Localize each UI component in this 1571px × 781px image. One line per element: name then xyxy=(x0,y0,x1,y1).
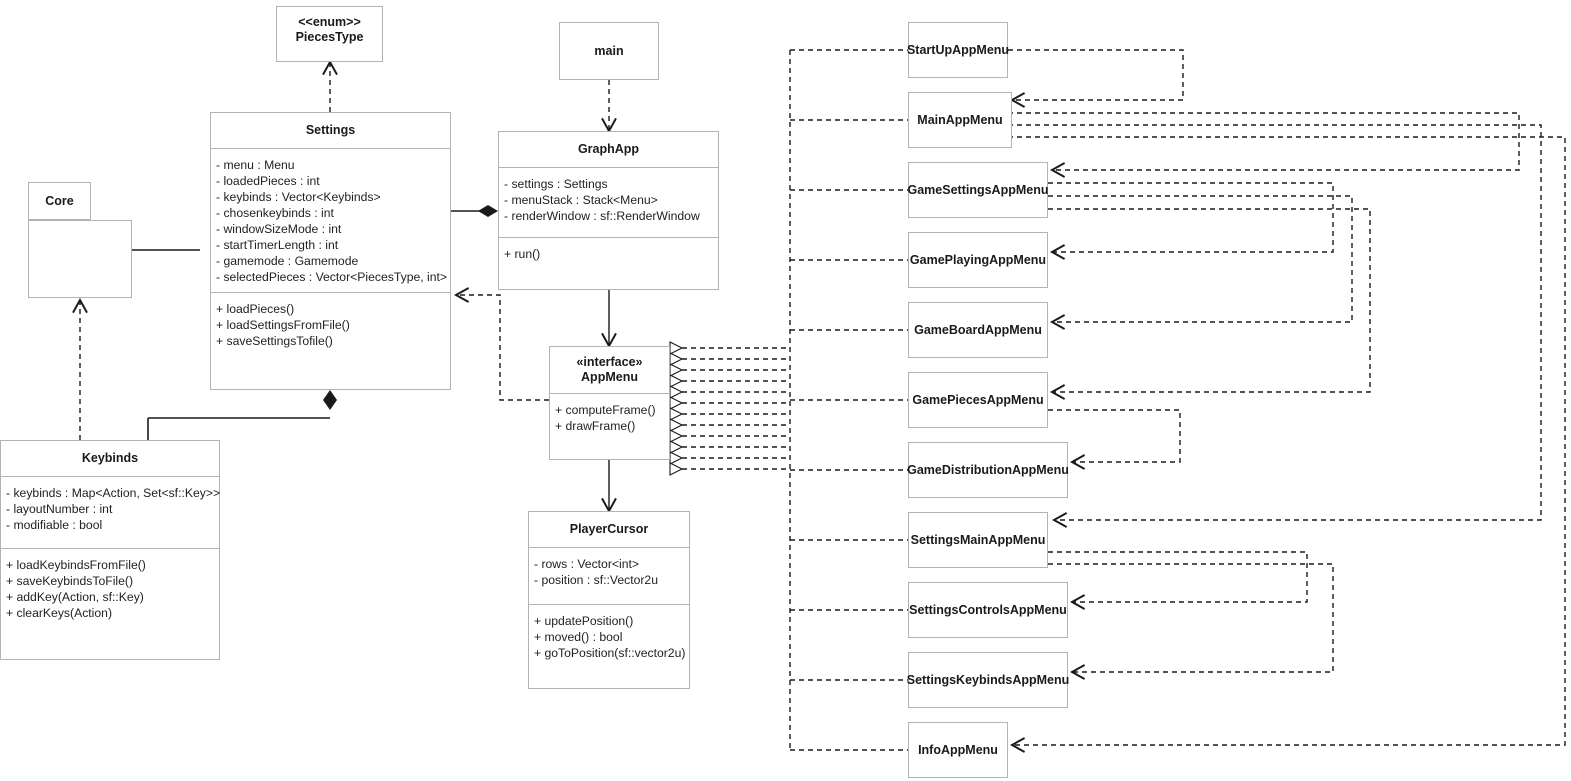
stereotype-label: «interface» xyxy=(576,355,643,369)
attribute-row: - layoutNumber : int xyxy=(6,502,113,516)
playercursor-operations: + updatePosition() + moved() : bool + go… xyxy=(529,604,689,670)
class-name-label: PiecesType xyxy=(295,30,364,44)
attribute-row: - windowSizeMode : int xyxy=(216,222,342,236)
class-title-piecestype: <<enum>> PiecesType xyxy=(277,7,382,53)
operation-row: + goToPosition(sf::vector2u) xyxy=(534,646,686,660)
operation-row: + saveSettingsTofile() xyxy=(216,334,333,348)
attribute-row: - position : sf::Vector2u xyxy=(534,573,658,587)
attribute-row: - gamemode : Gamemode xyxy=(216,254,359,268)
class-box-infoappmenu[interactable]: InfoAppMenu xyxy=(908,722,1008,778)
class-title-appmenu: «interface» AppMenu xyxy=(550,347,669,393)
class-title-playercursor: PlayerCursor xyxy=(569,522,649,536)
attribute-row: - selectedPieces : Vector<PiecesType, in… xyxy=(216,270,448,284)
appmenu-operations: + computeFrame() + drawFrame() xyxy=(550,393,669,443)
component-tab-core[interactable]: Core xyxy=(28,182,91,220)
class-box-gameboardappmenu[interactable]: GameBoardAppMenu xyxy=(908,302,1048,358)
operation-row: + run() xyxy=(504,247,541,261)
component-name-core: Core xyxy=(45,194,74,208)
attribute-row: - loadedPieces : int xyxy=(216,174,320,188)
class-name-label: SettingsKeybindsAppMenu xyxy=(906,673,1070,687)
operation-row: + loadPieces() xyxy=(216,302,295,316)
attribute-row: - rows : Vector<int> xyxy=(534,557,639,571)
class-box-settingskeybindsappmenu[interactable]: SettingsKeybindsAppMenu xyxy=(906,652,1070,708)
menu-navigation-dependencies xyxy=(1008,49,1566,753)
operation-row: + loadSettingsFromFile() xyxy=(216,318,350,332)
class-name-label: GameBoardAppMenu xyxy=(914,323,1042,337)
class-name-label: SettingsControlsAppMenu xyxy=(909,603,1067,617)
settings-attributes: - menu : Menu - loadedPieces : int - key… xyxy=(211,148,450,292)
class-name-label: GamePlayingAppMenu xyxy=(909,253,1047,267)
class-name-label: StartUpAppMenu xyxy=(906,43,1010,57)
composition-keybinds-settings xyxy=(147,390,337,441)
attribute-row: - keybinds : Vector<Keybinds> xyxy=(216,190,381,204)
realization-stubs xyxy=(682,347,790,470)
class-name-label: GameSettingsAppMenu xyxy=(907,183,1049,197)
attribute-row: - modifiable : bool xyxy=(6,518,103,532)
operation-row: + moved() : bool xyxy=(534,630,623,644)
class-box-settingscontrolsappmenu[interactable]: SettingsControlsAppMenu xyxy=(908,582,1068,638)
class-name-main: main xyxy=(594,44,624,58)
attribute-row: - renderWindow : sf::RenderWindow xyxy=(504,209,700,223)
dep-appmenu-to-settings xyxy=(453,287,549,401)
attribute-row: - startTimerLength : int xyxy=(216,238,339,252)
settings-operations: + loadPieces() + loadSettingsFromFile() … xyxy=(211,292,450,358)
class-box-gamesettingsappmenu[interactable]: GameSettingsAppMenu xyxy=(907,162,1049,218)
class-box-mainappmenu[interactable]: MainAppMenu xyxy=(908,92,1012,148)
class-box-gamepiecesappmenu[interactable]: GamePiecesAppMenu xyxy=(908,372,1048,428)
class-box-settings[interactable]: Settings - menu : Menu - loadedPieces : … xyxy=(210,112,451,390)
class-box-gamedistributionappmenu[interactable]: GameDistributionAppMenu xyxy=(907,442,1069,498)
realization-triangles-appmenu xyxy=(669,341,684,476)
attribute-row: - keybinds : Map<Action, Set<sf::Key>> xyxy=(6,486,221,500)
component-body-core[interactable] xyxy=(28,220,132,298)
operation-row: + drawFrame() xyxy=(555,419,636,433)
realization-branches xyxy=(790,49,908,751)
attribute-row: - menuStack : Stack<Menu> xyxy=(504,193,658,207)
graphapp-operations: + run() xyxy=(499,237,718,271)
class-box-gameplayingappmenu[interactable]: GamePlayingAppMenu xyxy=(908,232,1048,288)
class-box-piecestype[interactable]: <<enum>> PiecesType xyxy=(276,6,383,62)
class-box-settingsmainappmenu[interactable]: SettingsMainAppMenu xyxy=(908,512,1048,568)
playercursor-attributes: - rows : Vector<int> - position : sf::Ve… xyxy=(529,547,689,604)
operation-row: + addKey(Action, sf::Key) xyxy=(6,590,144,604)
composition-settings-graphapp xyxy=(451,205,498,217)
attribute-row: - settings : Settings xyxy=(504,177,608,191)
class-name-label: AppMenu xyxy=(581,370,638,384)
attribute-row: - menu : Menu xyxy=(216,158,295,172)
operation-row: + saveKeybindsToFile() xyxy=(6,574,134,588)
class-title-graphapp: GraphApp xyxy=(577,142,640,156)
class-box-graphapp[interactable]: GraphApp - settings : Settings - menuSta… xyxy=(498,131,719,290)
class-title-settings: Settings xyxy=(305,123,356,137)
keybinds-attributes: - keybinds : Map<Action, Set<sf::Key>> -… xyxy=(1,476,221,548)
stereotype-label: <<enum>> xyxy=(298,15,361,29)
class-name-label: InfoAppMenu xyxy=(918,743,998,757)
class-title-keybinds: Keybinds xyxy=(81,451,139,465)
keybinds-operations: + loadKeybindsFromFile() + saveKeybindsT… xyxy=(1,548,219,630)
class-name-label: MainAppMenu xyxy=(917,113,1003,127)
operation-row: + computeFrame() xyxy=(555,403,656,417)
class-box-appmenu[interactable]: «interface» AppMenu + computeFrame() + d… xyxy=(549,346,670,460)
graphapp-attributes: - settings : Settings - menuStack : Stac… xyxy=(499,167,718,237)
attribute-row: - chosenkeybinds : int xyxy=(216,206,334,220)
class-box-startupappmenu[interactable]: StartUpAppMenu xyxy=(906,22,1010,78)
class-name-label: SettingsMainAppMenu xyxy=(910,533,1046,547)
operation-row: + updatePosition() xyxy=(534,614,634,628)
operation-row: + loadKeybindsFromFile() xyxy=(6,558,146,572)
class-box-main[interactable]: main xyxy=(559,22,659,80)
class-name-label: GameDistributionAppMenu xyxy=(907,463,1069,477)
class-name-label: GamePiecesAppMenu xyxy=(912,393,1044,407)
operation-row: + clearKeys(Action) xyxy=(6,606,113,620)
class-box-keybinds[interactable]: Keybinds - keybinds : Map<Action, Set<sf… xyxy=(0,440,220,660)
class-box-playercursor[interactable]: PlayerCursor - rows : Vector<int> - posi… xyxy=(528,511,690,689)
